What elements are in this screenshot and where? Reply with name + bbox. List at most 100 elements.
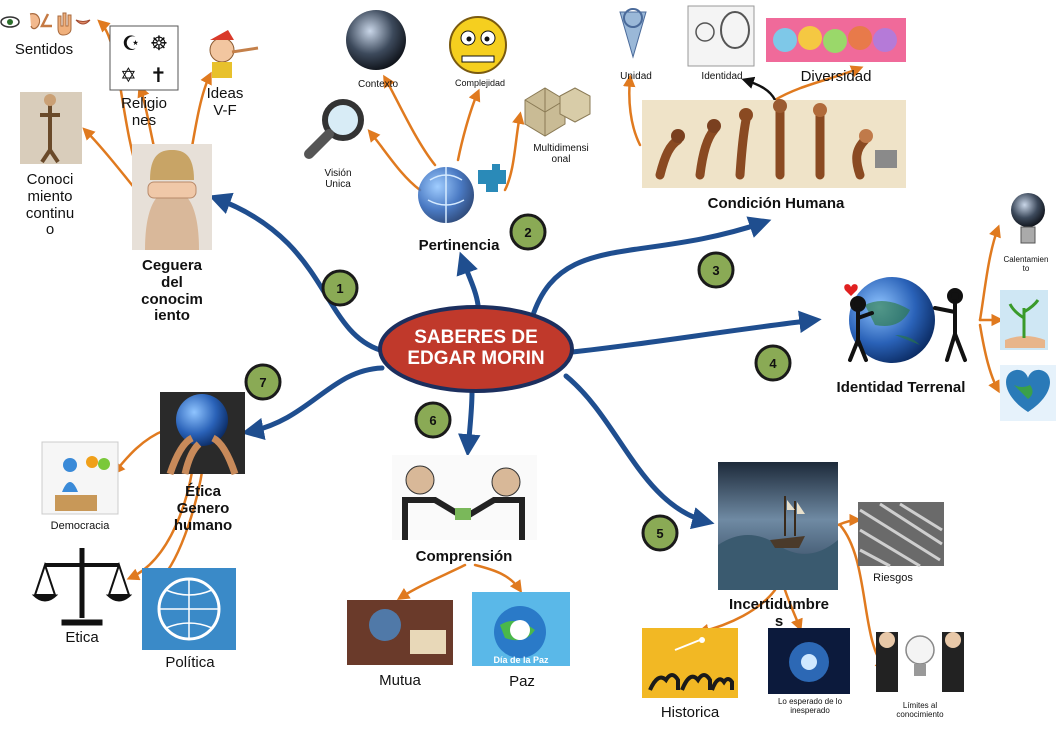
complejidad-label: Complejidad (454, 78, 506, 88)
pertinencia-label: Pertinencia (418, 237, 500, 254)
arrow-calentamiento (978, 224, 1001, 322)
sentidos-label: Sentidos (14, 41, 74, 58)
arrow-contexto (383, 74, 437, 167)
religiones-line: nes (131, 111, 157, 129)
peace-day-icon: Día de la Paz (472, 592, 570, 666)
vision-label: Visión Unica (310, 168, 366, 190)
vision-line: Unica (325, 179, 351, 191)
badge-2 (509, 213, 547, 251)
nose-icon (39, 13, 52, 28)
puzzle-globe-icon (418, 164, 506, 223)
peace-day-text: Día de la Paz (493, 655, 549, 665)
arrow-incertidumbre (563, 373, 715, 530)
riesgos-label: Riesgos (873, 572, 913, 584)
limites-label: Límites al conocimiento (872, 701, 968, 720)
central-title-line-1: SABERES DE (414, 327, 538, 348)
handshake-icon (392, 455, 537, 540)
identity-sketch-icon (687, 5, 755, 67)
diversidad-label: Diversidad (800, 68, 872, 85)
svg-text:☸: ☸ (150, 33, 168, 55)
lightbulb-globe-icon (1011, 193, 1045, 244)
calentamiento-line: Calentamien (1003, 255, 1049, 264)
lightbulbs-icon (876, 632, 964, 692)
evolution-person-icon (20, 92, 82, 164)
terrenal-label: Identidad Terrenal (836, 379, 966, 396)
paz-label: Paz (509, 673, 535, 690)
mouth-icon (75, 19, 91, 25)
badge-6 (414, 401, 452, 439)
arrow-mutua (396, 563, 467, 601)
magnifier-icon (304, 99, 364, 159)
religiones-label: Religio nes (106, 95, 182, 130)
arrow-comprension (458, 389, 481, 457)
etica-label: Ética Genero humano (158, 483, 248, 534)
faces-icon (766, 18, 906, 62)
ideas-line: Ideas (206, 85, 244, 102)
condicion-label: Condición Humana (707, 195, 845, 212)
limites-line: Límites al (902, 701, 938, 710)
arrow-esperado (783, 588, 803, 632)
arrow-earth (978, 323, 1000, 394)
arrow-democracia (112, 428, 167, 475)
etica-sub-label: Etica (65, 629, 99, 646)
religion-symbols-icon: ☪☸ ✡✝ (109, 25, 179, 91)
mutua-label: Mutua (379, 672, 421, 689)
blindfold-icon (132, 144, 212, 250)
contexto-label: Contexto (357, 79, 399, 90)
conocimiento-line: continu (25, 204, 75, 222)
badge-4 (754, 344, 792, 382)
conocimiento-line: miento (27, 187, 73, 205)
unidad-label: Unidad (620, 71, 652, 82)
badge-1 (321, 269, 359, 307)
politica-label: Política (165, 654, 215, 671)
angry-face-icon (449, 16, 507, 74)
conocimiento-line: o (45, 221, 55, 239)
arrow-pertinencia (456, 251, 481, 308)
svg-text:✡: ✡ (120, 65, 137, 87)
etica-line: Genero (176, 499, 230, 517)
eye-icon (0, 16, 20, 28)
central-node (378, 305, 574, 393)
hand-icon (57, 12, 72, 36)
calentamiento-line: to (1022, 263, 1030, 273)
esperado-line: inesperado (790, 705, 830, 715)
identidad-label: Identidad (701, 71, 743, 82)
camels-icon (642, 628, 738, 698)
esperado-line: Lo esperado de lo (777, 697, 843, 706)
badge-3 (697, 251, 735, 289)
conocimiento-label: Conoci miento continu o (14, 171, 86, 239)
evolution-icon (642, 99, 906, 188)
ceguera-label-line: iento (154, 307, 190, 325)
unity-figure-icon (619, 8, 647, 59)
ballot-box-icon (41, 441, 119, 515)
multidimensional-label: Multidimensi onal (524, 143, 598, 165)
esperado-label: Lo esperado de lo inesperado (762, 697, 858, 716)
arrow-paz (473, 563, 523, 594)
vision-line: Visión (324, 168, 352, 179)
incertidumbre-label: Incertidumbre s (715, 596, 843, 631)
ceguera-label-line: Ceguera (141, 257, 203, 274)
comprension-label: Comprensión (415, 548, 513, 565)
arrow-terrenal (569, 310, 822, 355)
light-burst-icon (768, 628, 850, 694)
reading-icon (347, 600, 453, 665)
etica-line: humano (173, 516, 233, 534)
earth-heart-icon (1000, 365, 1056, 421)
arrow-identidad (741, 76, 777, 101)
earth-people-icon (844, 277, 967, 363)
arrow-multidimensional (503, 111, 525, 192)
badge-3-text: 3 (712, 263, 719, 278)
ceguera-label: Ceguera del conocim iento (120, 257, 224, 325)
cubes-icon (524, 87, 591, 137)
arrow-complejidad (456, 88, 481, 162)
arrow-conocimiento (82, 127, 142, 197)
globe-icon (346, 10, 406, 70)
arrow-etica (241, 365, 385, 441)
badge-5-text: 5 (656, 526, 663, 541)
pinocchio-icon (209, 30, 259, 78)
calentamiento-label: Calentamien to (996, 255, 1056, 274)
historica-label: Historica (660, 704, 720, 721)
incertidumbre-line: s (774, 612, 784, 630)
multidimensional-line: Multidimensi (533, 143, 589, 154)
multidimensional-line: onal (551, 154, 571, 166)
